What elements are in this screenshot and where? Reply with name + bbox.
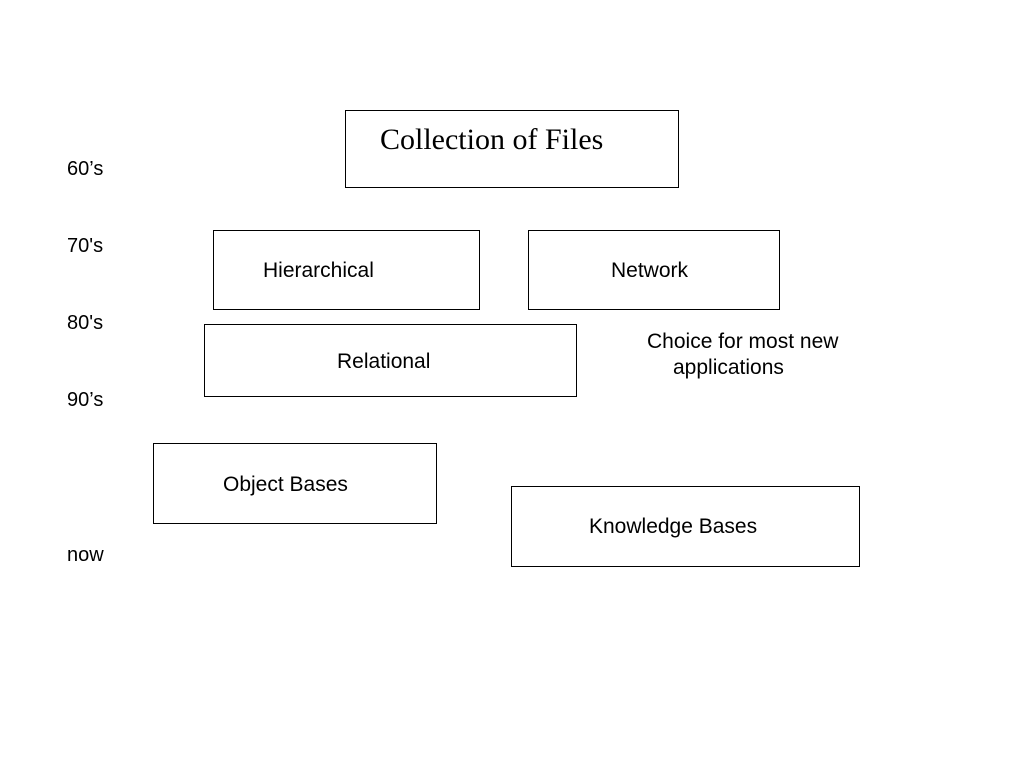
network-box: Network [528, 230, 780, 310]
hierarchical-label: Hierarchical [263, 259, 374, 282]
relational-note-line-2: applications [673, 356, 784, 379]
era-label-70s: 70's [67, 235, 104, 257]
relational-box: Relational [204, 324, 577, 397]
era-label-90s: 90’s [67, 389, 104, 411]
object-bases-box: Object Bases [153, 443, 437, 524]
relational-label: Relational [337, 350, 431, 373]
collection-of-files-label: Collection of Files [380, 123, 604, 156]
object-bases-label: Object Bases [223, 473, 348, 496]
network-label: Network [611, 259, 689, 282]
era-label-60s: 60’s [67, 158, 104, 180]
knowledge-bases-box: Knowledge Bases [511, 486, 860, 567]
collection-of-files-box: Collection of Files [345, 110, 679, 188]
era-label-now: now [67, 544, 104, 566]
relational-note-line-1: Choice for most new [647, 330, 839, 353]
era-label-80s: 80's [67, 312, 104, 334]
hierarchical-box: Hierarchical [213, 230, 480, 310]
knowledge-bases-label: Knowledge Bases [589, 515, 758, 538]
